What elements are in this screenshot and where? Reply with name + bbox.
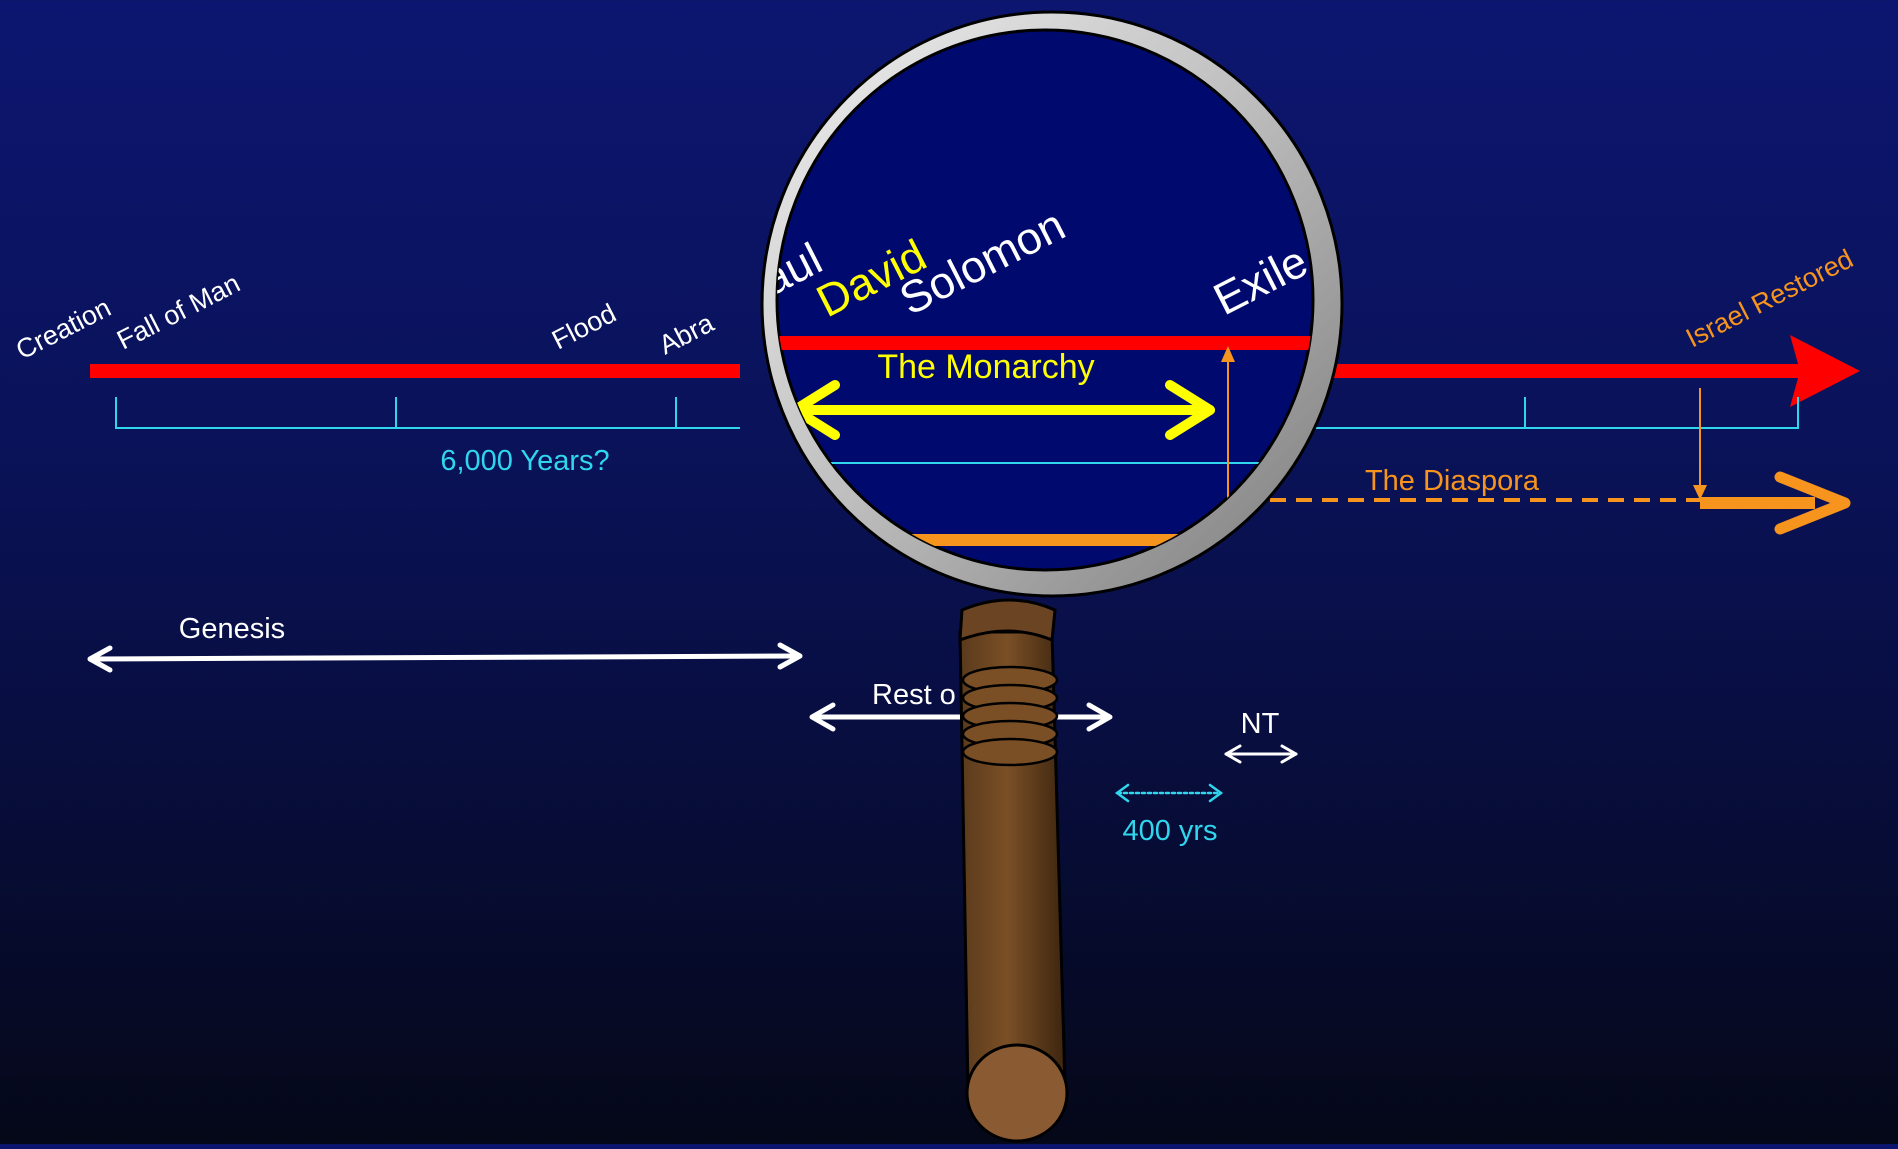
event-creation: Creation (11, 292, 116, 365)
event-abraham: Abra (654, 307, 719, 360)
event-flood: Flood (547, 298, 621, 355)
magnifier-handle (958, 598, 1069, 1143)
monarchy-label: The Monarchy (877, 348, 1094, 386)
rest-of-ot-label: Rest o (872, 679, 956, 711)
event-israel-restored: Israel Restored (1681, 243, 1858, 353)
genesis-arrow (87, 642, 803, 673)
magnified-timeline (777, 336, 1313, 350)
magnifying-glass-icon (760, 10, 1344, 598)
genesis-label: Genesis (179, 613, 285, 645)
years-span-label: 6,000 Years? (440, 445, 609, 477)
main-timeline (90, 335, 1860, 407)
event-fall-of-man: Fall of Man (112, 268, 245, 355)
scale-bracket (115, 397, 1799, 429)
gap-label: 400 yrs (1122, 815, 1217, 847)
timeline-arrow-head (1790, 335, 1860, 407)
handle-end (965, 1043, 1069, 1143)
gap-arrow (1114, 783, 1224, 803)
nt-arrow (1224, 744, 1298, 764)
diaspora-label: The Diaspora (1365, 465, 1540, 497)
nt-label: NT (1241, 708, 1280, 740)
handle-grip (961, 665, 1059, 767)
diaspora-line (1270, 388, 1851, 535)
